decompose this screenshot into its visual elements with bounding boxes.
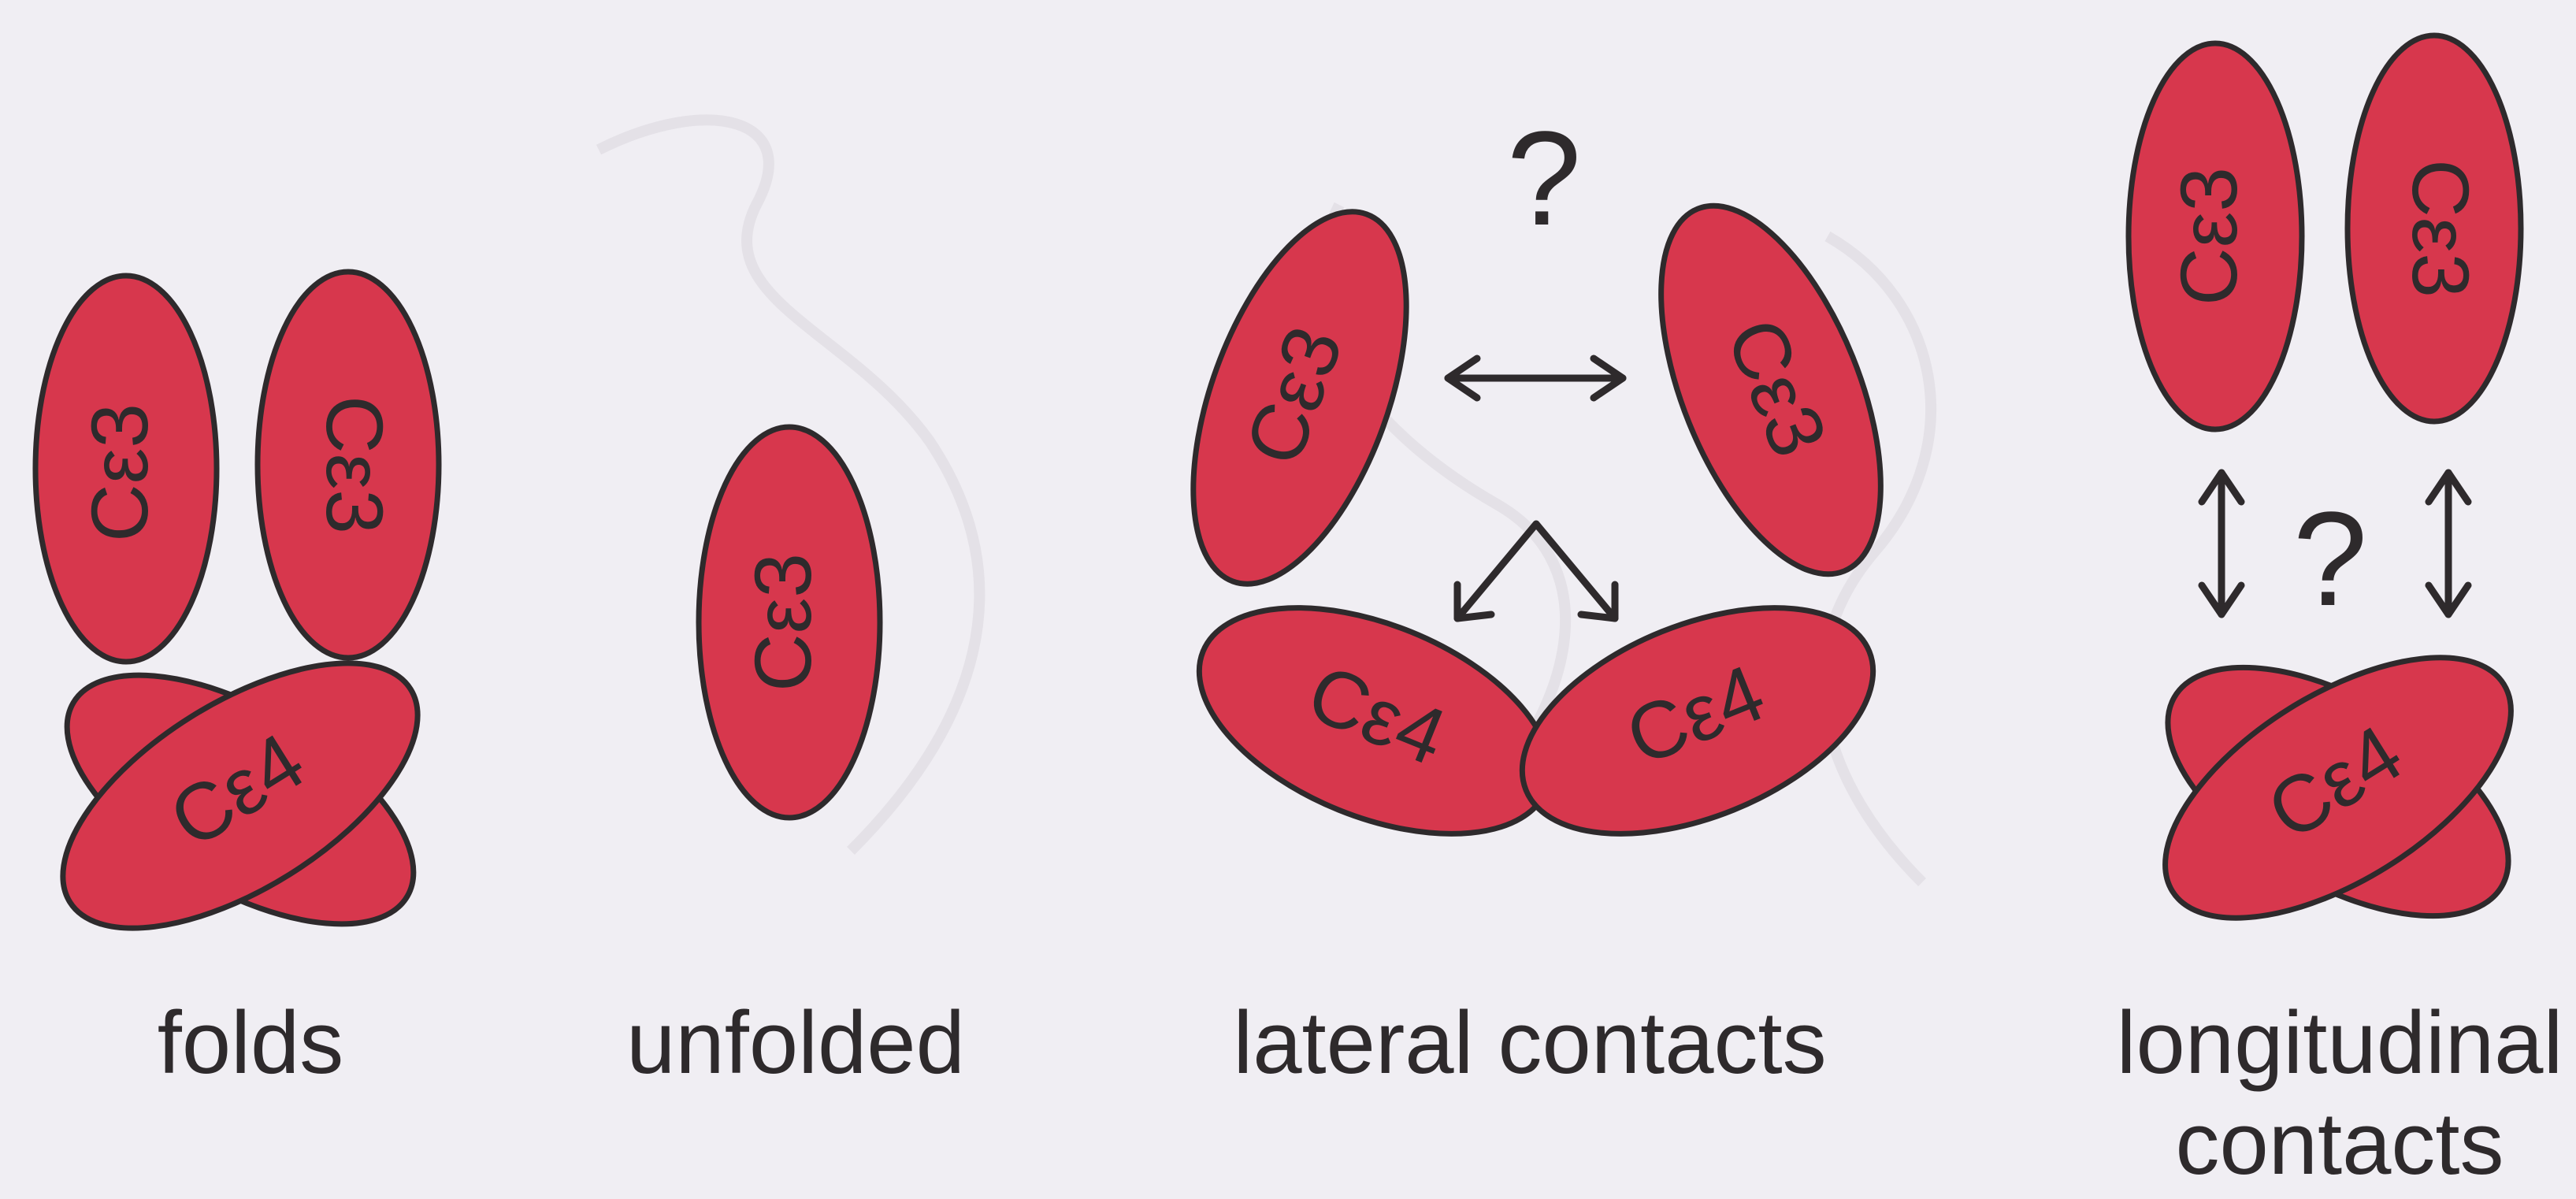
vertical-double-arrow-left <box>2202 473 2241 614</box>
panel-unfolded: Cε3 unfolded <box>626 427 965 1092</box>
ce3-label: Cε3 <box>738 553 828 692</box>
question-mark: ? <box>2293 484 2368 634</box>
question-mark: ? <box>1507 104 1582 254</box>
caption-folds: folds <box>158 993 344 1092</box>
double-arrow-horizontal <box>1448 358 1623 398</box>
panel-lateral-contacts: ? Cε3 Cε3 Cε4 Cε4 lateral contacts <box>1150 104 1926 1092</box>
panel-folds: Cε3 Cε3 Cε4 folds <box>20 272 460 1092</box>
vertical-double-arrow-right <box>2429 473 2468 614</box>
caption-unfolded: unfolded <box>626 993 965 1092</box>
caption-lateral-contacts: lateral contacts <box>1233 993 1826 1092</box>
ce3-label-left: Cε3 <box>2164 167 2254 306</box>
panel-longitudinal-contacts: Cε3 Cε3 Cε4 ? longitudinal contacts <box>2117 35 2563 1193</box>
ce3-label-right: Cε3 <box>310 395 399 534</box>
ce3-label-left: Cε3 <box>75 403 165 542</box>
ce3-label-right: Cε3 <box>2396 159 2485 298</box>
caption-longitudinal-line1: longitudinal <box>2117 993 2563 1092</box>
caption-longitudinal-line2: contacts <box>2175 1094 2504 1193</box>
